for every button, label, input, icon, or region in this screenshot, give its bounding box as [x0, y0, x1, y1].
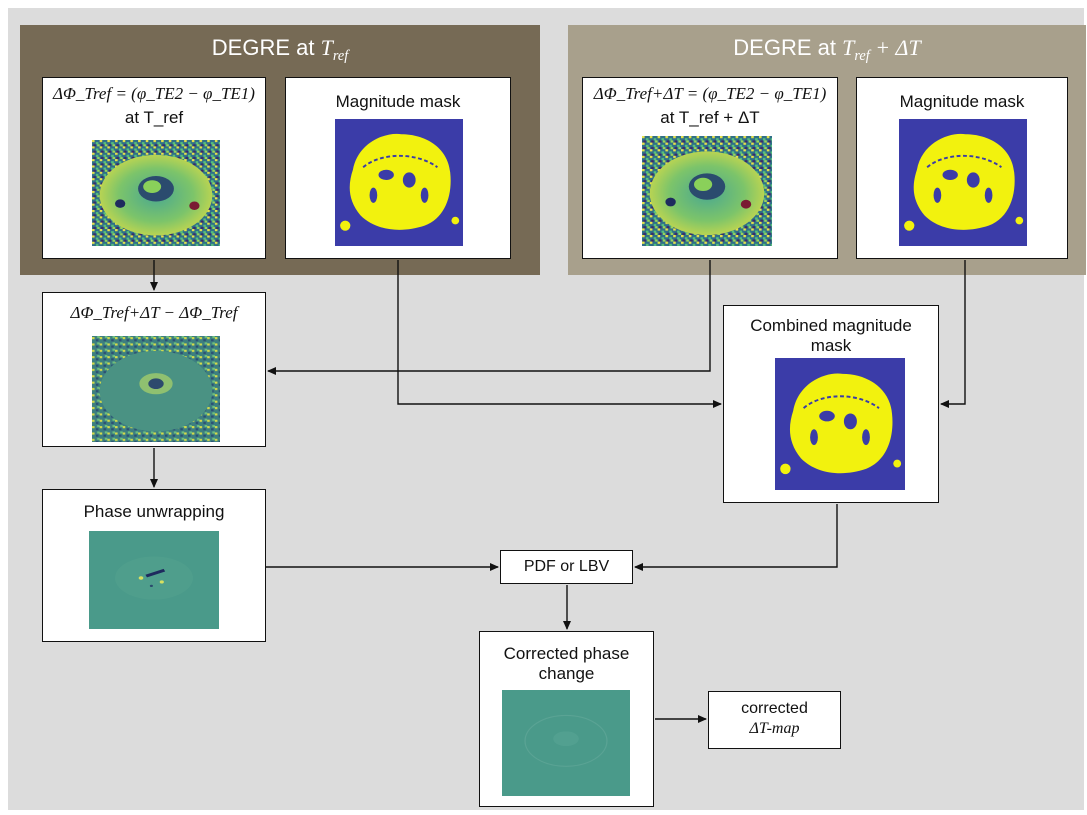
phase-delta-formula: ΔΦ_Tref+ΔT = (φ_TE2 − φ_TE1): [593, 84, 827, 103]
box-mask-ref: Magnitude mask: [285, 77, 511, 259]
box-phase-ref: ΔΦ_Tref = (φ_TE2 − φ_TE1) at T_ref: [42, 77, 266, 259]
phase-ref-at: at T_ref: [124, 108, 184, 127]
box-combined-mask: Combined magnitude mask: [723, 305, 939, 503]
diff-formula: ΔΦ_Tref+ΔT − ΔΦ_Tref: [70, 303, 238, 322]
arrow-mask-delta-to-combined: [940, 260, 966, 408]
box-phase-unwrapping: Phase unwrapping: [42, 489, 266, 642]
box-mask-delta: Magnitude mask: [856, 77, 1068, 259]
arrow-combined-to-pdf: [634, 504, 838, 571]
mask-ref-title: Magnitude mask: [335, 92, 461, 111]
corrected-title: Corrected phase change: [503, 644, 630, 683]
pdf-title: PDF or LBV: [523, 558, 610, 575]
box-phase-delta: ΔΦ_Tref+ΔT = (φ_TE2 − φ_TE1) at T_ref + …: [582, 77, 838, 259]
group-title-delta: DEGRE at Tref + ΔT: [733, 35, 921, 64]
box-pdf-or-lbv: PDF or LBV: [500, 550, 633, 584]
group-title-ref: DEGRE at Tref: [211, 35, 349, 64]
phase-delta-at: at T_ref + ΔT: [660, 108, 760, 127]
phase-ref-formula: ΔΦ_Tref = (φ_TE2 − φ_TE1): [53, 84, 255, 103]
mask-delta-title: Magnitude mask: [899, 92, 1025, 111]
output-line1: corrected: [741, 700, 808, 717]
unwrap-title: Phase unwrapping: [83, 502, 225, 521]
box-phase-difference: ΔΦ_Tref+ΔT − ΔΦ_Tref: [42, 292, 266, 447]
box-corrected-dt-map: corrected ΔT-map: [708, 691, 841, 749]
box-corrected-phase: Corrected phase change: [479, 631, 654, 807]
arrow-mask-ref-to-combined: [397, 260, 722, 408]
arrow-phase-delta-to-diff: [267, 260, 711, 375]
combined-title: Combined magnitude mask: [750, 316, 912, 355]
output-line2: ΔT-map: [749, 720, 800, 737]
